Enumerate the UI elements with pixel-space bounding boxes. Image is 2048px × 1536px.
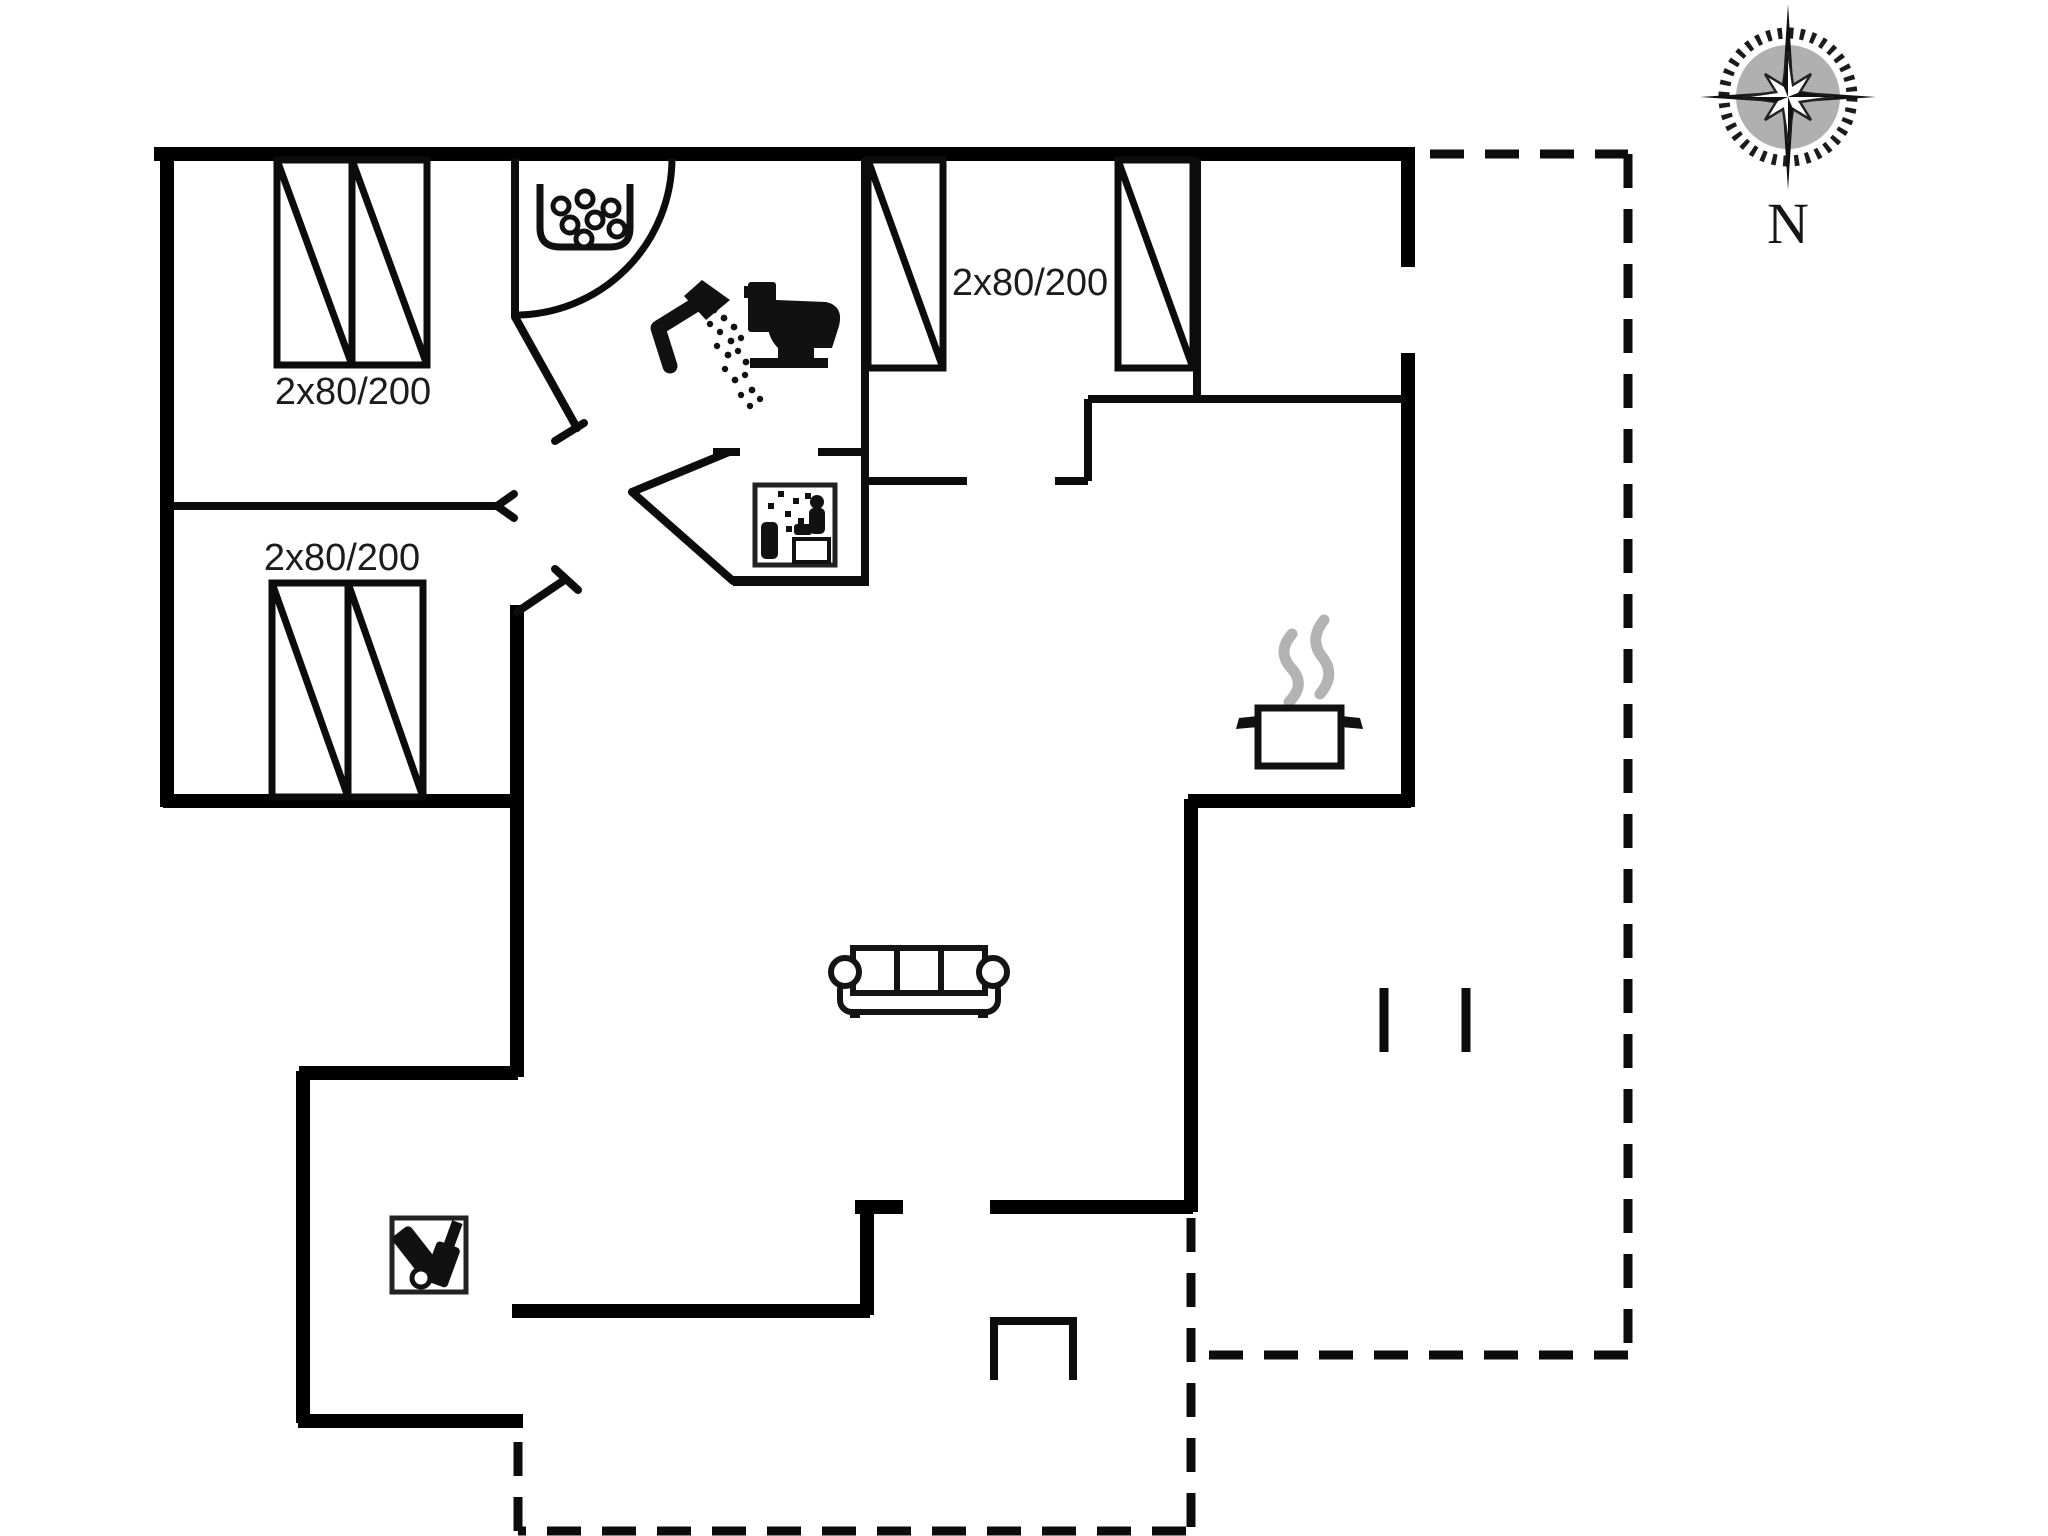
bathroom-door-leaf-tick [551, 419, 588, 445]
compass-north-label: N [1767, 191, 1809, 256]
utility-tools-icon [389, 1215, 469, 1295]
double-bed-icon-top-left [273, 156, 431, 369]
bed-size-label-top-middle: 2x80/200 [952, 262, 1108, 304]
sauna-corner-cut-lower [628, 488, 737, 585]
beds [268, 156, 1197, 801]
hall-door-leaf [513, 577, 567, 616]
compass-rose-icon: N [1700, 4, 1876, 256]
sauna-icon [752, 482, 838, 568]
washbasin-icon [536, 184, 634, 251]
shower-icon [650, 280, 764, 410]
toilet-icon [744, 282, 841, 368]
exterior-walls [154, 147, 1415, 1428]
sauna-corner-cut-upper [628, 448, 733, 496]
steam-wisp-right [1310, 614, 1335, 700]
bed-size-label-top-left: 2x80/200 [275, 371, 431, 413]
step-marking [990, 1317, 1077, 1380]
hall-door-leaf-tick [551, 565, 582, 594]
bathroom-door-leaf [511, 313, 581, 432]
cooking-pot-icon [1236, 614, 1363, 770]
terrace-opening-ticks [1379, 988, 1471, 1052]
steam-wisp-left [1278, 628, 1304, 708]
diagonal-walls-and-door-leaves [493, 313, 737, 616]
bedroom-divider-end-tick [493, 490, 518, 522]
terrace-dashed-outline [513, 149, 1633, 1536]
double-bed-icon-top-middle [864, 156, 1197, 372]
double-bed-icon-bottom-left [268, 579, 427, 801]
bed-size-label-bottom-left: 2x80/200 [264, 537, 420, 579]
bathroom-door-arc [514, 157, 676, 319]
sofa-icon [828, 945, 1010, 1018]
shower-spray-dots [706, 306, 764, 410]
